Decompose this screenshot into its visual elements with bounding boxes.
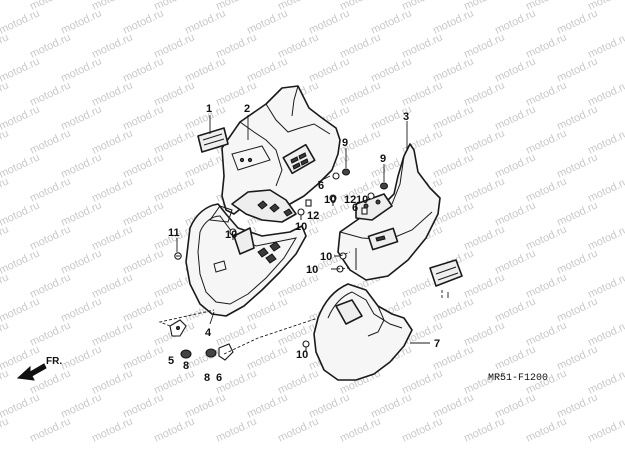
watermark-text: motod.ru — [0, 7, 42, 36]
clip-6-icon — [218, 343, 234, 361]
watermark-text: motod.ru — [0, 247, 42, 276]
callout-1: 1 — [206, 103, 212, 115]
arrow-icon — [16, 363, 47, 381]
watermark-text: motod.ru — [0, 199, 42, 228]
watermark-text: motod.ru — [462, 415, 506, 444]
callout-10: 10 — [225, 229, 237, 241]
watermark-text: motod.ru — [0, 0, 11, 13]
watermark-text: motod.ru — [0, 271, 11, 300]
watermark-text: motod.ru — [400, 415, 444, 444]
callout-11: 11 — [168, 227, 180, 239]
callout-7: 7 — [434, 338, 440, 350]
collar-icon — [305, 172, 375, 215]
watermark-text: motod.ru — [0, 367, 11, 396]
watermark-text: motod.ru — [0, 415, 11, 444]
callout-3: 3 — [403, 111, 409, 123]
watermark-text: motod.ru — [0, 103, 42, 132]
callout-8b: 8 — [204, 372, 210, 384]
watermark-text: motod.ru — [0, 343, 42, 372]
watermark-text: motod.ru — [586, 415, 625, 444]
leader-lines — [176, 115, 449, 344]
grommet-8-icon — [180, 348, 217, 359]
watermark-text: motod.ru — [0, 79, 11, 108]
callout-12b: 12 — [344, 194, 356, 206]
watermark-text: motod.ru — [276, 415, 320, 444]
watermark-text: motod.ru — [0, 223, 11, 252]
lower-cover-part-7 — [313, 283, 413, 381]
callout-10d: 10 — [356, 194, 368, 206]
callout-9: 9 — [342, 137, 348, 149]
watermark-text: motod.ru — [0, 31, 11, 60]
watermark-text: motod.ru — [0, 55, 42, 84]
reflector-right — [429, 259, 463, 287]
watermark-text: motod.ru — [152, 415, 196, 444]
watermark-text: motod.ru — [0, 295, 42, 324]
bolt-icon — [229, 194, 347, 352]
watermark-text: motod.ru — [524, 415, 568, 444]
hardware — [158, 168, 443, 361]
callout-10c: 10 — [324, 194, 336, 206]
callout-9b: 9 — [380, 153, 386, 165]
diagram-code: MR51-F1200 — [488, 373, 548, 384]
watermark-text: motod.ru — [0, 127, 11, 156]
inner-panel-part-4 — [185, 203, 307, 317]
callout-8: 8 — [183, 360, 189, 372]
callout-6: 6 — [216, 372, 222, 384]
callout-10e: 10 — [320, 251, 332, 263]
clip-5-icon — [169, 319, 187, 337]
callout-6c: 6 — [352, 202, 358, 214]
callout-4: 4 — [205, 327, 212, 339]
watermark-text: motod.ru — [90, 415, 134, 444]
callout-10f: 10 — [306, 264, 318, 276]
callout-10b: 10 — [295, 221, 307, 233]
callout-2: 2 — [244, 103, 250, 115]
watermark-text: motod.ru — [0, 391, 42, 420]
callout-6b: 6 — [318, 180, 324, 192]
grommet-icon — [342, 168, 388, 190]
reflector-part-1 — [197, 127, 229, 153]
front-direction-indicator: FR. — [16, 356, 62, 381]
watermark-text: motod.ru — [0, 151, 42, 180]
watermark-text: motod.ru — [0, 175, 11, 204]
direction-label: FR. — [46, 356, 62, 367]
callout-10g: 10 — [296, 349, 308, 361]
watermark-text: motod.ru — [214, 415, 258, 444]
watermark-text: motod.ru — [28, 415, 72, 444]
watermark-text: motod.ru — [338, 415, 382, 444]
upper-cowl-right — [337, 143, 441, 281]
callout-12: 12 — [307, 210, 319, 222]
callout-labels: 1 2 3 4 5 6 6 6 7 8 8 9 9 10 10 10 10 10… — [168, 103, 440, 384]
screw-icon — [174, 252, 182, 260]
callout-5: 5 — [168, 355, 174, 367]
upper-cowl-left — [221, 85, 341, 223]
watermark-text: motod.ru — [0, 319, 11, 348]
